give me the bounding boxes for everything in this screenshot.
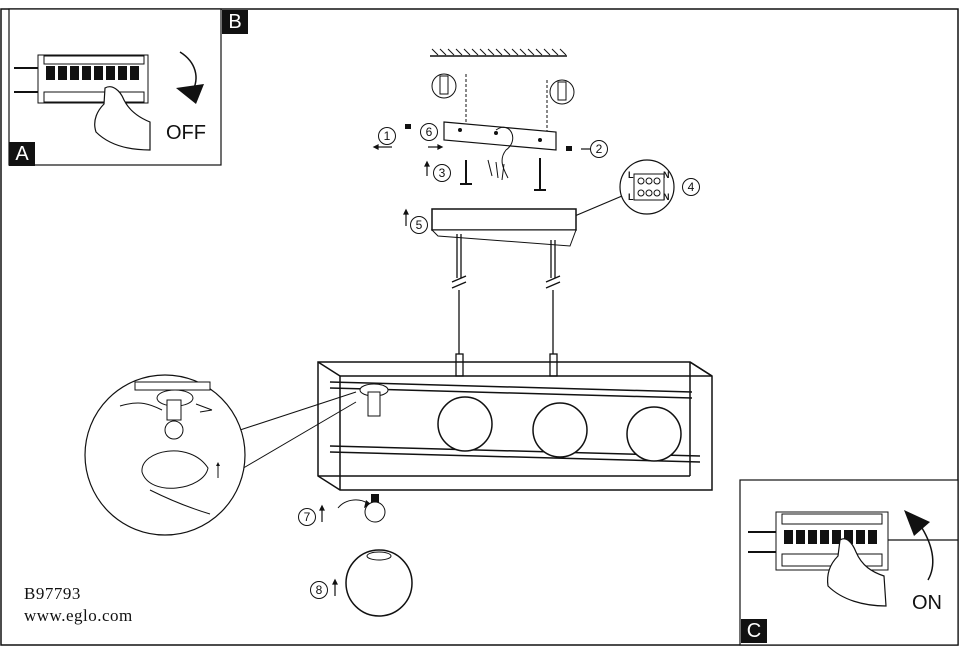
panel-tag-a: A [9, 142, 35, 166]
terminal-l-bottom: L [628, 192, 634, 202]
bulb-icon [337, 494, 386, 523]
step-6: 6 [420, 123, 438, 141]
breaker-off-icon [14, 54, 149, 104]
glass-globe-icon [437, 396, 682, 462]
on-label: ON [912, 592, 942, 614]
canopy [430, 208, 577, 247]
step-3: 3 [433, 164, 451, 182]
bulb-icon [164, 420, 184, 440]
terminal-n-bottom: N [663, 192, 670, 202]
step-5: 5 [410, 216, 428, 234]
hand-icon [94, 86, 151, 151]
breaker-on-panel [739, 479, 959, 646]
mounting-bracket [443, 121, 557, 179]
screw-icon [405, 124, 572, 191]
terminal-n-top: N [663, 170, 670, 180]
suspension-cables [451, 234, 561, 377]
terminal-block-icon [569, 159, 675, 219]
dowel-icon [431, 73, 467, 128]
step-2: 2 [590, 140, 608, 158]
glass-globe-icon [345, 549, 413, 617]
breaker-off-panel [8, 8, 222, 166]
step-7: 7 [298, 508, 316, 526]
ceiling-hatch [430, 48, 567, 57]
step-8: 8 [310, 581, 328, 599]
off-label: OFF [166, 122, 206, 144]
step-arrows [319, 144, 591, 596]
step-1: 1 [378, 127, 396, 145]
lamp-frame [317, 361, 713, 491]
socket [359, 383, 389, 417]
panel-tag-b: B [222, 10, 248, 34]
detail-zoom [84, 374, 357, 536]
hand-icon [827, 538, 887, 607]
terminal-l-top: L [628, 170, 634, 180]
panel-tag-c: C [741, 619, 767, 643]
product-code: B97793 [24, 584, 81, 603]
dowel-icon [546, 79, 575, 132]
website-link[interactable]: www.eglo.com [24, 606, 133, 625]
step-4: 4 [682, 178, 700, 196]
